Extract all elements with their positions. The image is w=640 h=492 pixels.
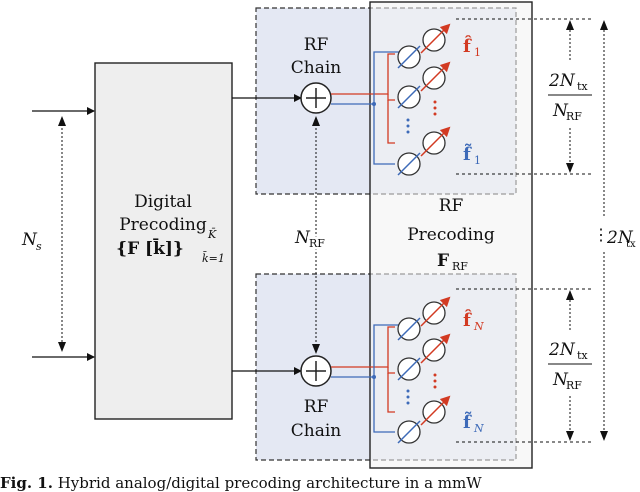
frac-top-den: N: [552, 101, 569, 121]
digital-precoding-sup: K̄: [207, 228, 217, 241]
frac-bottom-num-sub: tx: [577, 349, 588, 362]
rf-precoding-symbol-sub: RF: [452, 260, 468, 273]
hybrid-precoding-diagram: Digital Precoding {F [k̄]} K̄ k̄=1 RF Ch…: [21, 1, 636, 469]
frac-bottom-den: N: [552, 370, 569, 390]
total-label: 2N: [606, 228, 634, 248]
ns-label: N: [21, 230, 38, 250]
vdots: ⋮: [593, 225, 609, 244]
digital-precoding-formula: {F [k̄]}: [116, 238, 184, 259]
nrf-label: N: [294, 228, 311, 248]
fn-tilde-sub: N: [473, 422, 484, 435]
frac-top-num-sub: tx: [577, 80, 588, 93]
phase-shifter-group-bottom: [331, 296, 451, 444]
frac-top-num: 2N: [548, 71, 576, 91]
caption-prefix: Fig. 1.: [0, 474, 53, 492]
rf-chain-top-label-2: Chain: [291, 58, 342, 78]
digital-precoding-sub: k̄=1: [202, 252, 225, 265]
digital-precoding-box: [94, 62, 233, 420]
rf-chain-bottom-label-1: RF: [304, 397, 329, 417]
rf-precoding-label-2: Precoding: [407, 225, 495, 245]
rf-precoding-strip: [369, 1, 533, 469]
f1-hat-label: f̂: [463, 35, 472, 57]
rf-chain-bottom-label-2: Chain: [291, 421, 342, 441]
frac-bottom-den-sub: RF: [566, 379, 582, 392]
rf-precoding-label-1: RF: [439, 196, 464, 216]
fn-hat-sub: N: [473, 320, 484, 333]
f1-hat-sub: 1: [474, 46, 481, 59]
phase-shifter-group-top: [331, 23, 451, 176]
caption-text: Hybrid analog/digital precoding architec…: [52, 474, 482, 492]
fn-hat-label: f̂: [463, 309, 472, 331]
nrf-label-sub: RF: [309, 237, 325, 250]
digital-precoding-label-1: Digital: [134, 192, 192, 212]
ns-label-sub: s: [36, 240, 42, 253]
f1-tilde-label: f̃: [463, 143, 472, 165]
digital-precoding-label-2: Precoding: [119, 215, 207, 235]
frac-bottom-num: 2N: [548, 340, 576, 360]
rf-precoding-symbol: F: [437, 251, 449, 271]
frac-top-den-sub: RF: [566, 110, 582, 123]
fn-tilde-label: f̃: [463, 411, 472, 433]
total-label-sub: tx: [626, 239, 636, 250]
rf-chain-top-label-1: RF: [304, 35, 329, 55]
figure-caption: Fig. 1. Hybrid analog/digital precoding …: [0, 474, 640, 492]
f1-tilde-sub: 1: [474, 154, 481, 167]
